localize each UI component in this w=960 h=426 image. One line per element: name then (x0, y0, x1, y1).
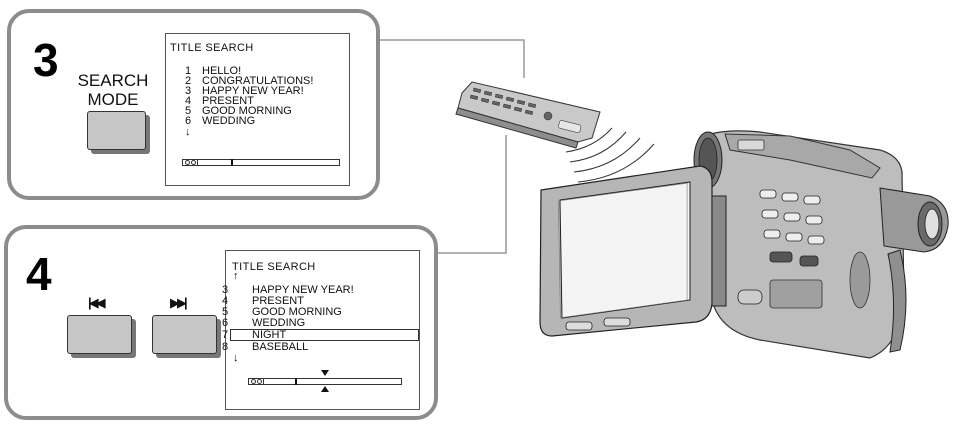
row-number: 3 (222, 284, 229, 296)
tape-position-bar (182, 159, 340, 166)
cassette-icon (183, 159, 198, 166)
grip-strap (887, 249, 907, 353)
step4-number: 4 (26, 248, 52, 300)
scroll-down-arrow-icon: ↓ (185, 126, 191, 138)
step3-number: 3 (33, 34, 59, 86)
position-marker-top-icon (321, 370, 329, 376)
row-title: HAPPY NEW YEAR! (202, 85, 304, 97)
lcd-screen (559, 181, 691, 319)
accessory-shoe (737, 139, 765, 151)
scroll-up-arrow-icon: ↑ (233, 270, 239, 282)
row-title: GOOD MORNING (202, 105, 292, 117)
remote-side (455, 107, 579, 149)
row-number: 5 (222, 306, 229, 318)
row-number: 3 (185, 85, 192, 97)
cassette-icon (249, 378, 264, 385)
skip-previous-button[interactable] (67, 315, 132, 354)
lcd-button (603, 317, 631, 327)
skip-previous-icon: |◀◀ (88, 295, 106, 310)
search-mode-label-line2: MODE (87, 90, 139, 109)
skip-next-icon: ▶▶| (170, 295, 188, 310)
row-number: 7 (222, 329, 229, 341)
search-mode-label: SEARCH MODE (72, 71, 154, 109)
tape-position-bar (248, 378, 402, 385)
search-mode-label-line1: SEARCH (77, 71, 149, 90)
remote-buttons-icon (469, 87, 582, 133)
row-number: 8 (222, 341, 229, 353)
power-switch (737, 289, 763, 305)
row-number: 1 (185, 65, 192, 77)
row-title: WEDDING (252, 317, 306, 329)
side-dial (849, 251, 871, 309)
camcorder (539, 130, 949, 359)
search-mode-button[interactable] (87, 111, 146, 150)
infrared-signal-icon (565, 127, 655, 183)
row-title: GOOD MORNING (252, 306, 342, 318)
row-title: NIGHT (252, 329, 287, 341)
camcorder-control-buttons (759, 189, 825, 267)
row-number: 4 (222, 295, 229, 307)
row-title: CONGRATULATIONS! (202, 75, 314, 87)
row-title: HAPPY NEW YEAR! (252, 284, 354, 296)
row-number: 6 (185, 115, 192, 127)
row-title: BASEBALL (252, 341, 309, 353)
lcd-button (565, 321, 593, 331)
row-number: 4 (185, 95, 192, 107)
row-title: WEDDING (202, 115, 256, 127)
row-title: PRESENT (202, 95, 254, 107)
lcd-hinge (711, 195, 727, 307)
row-number: 5 (185, 105, 192, 117)
step3-screen-title: TITLE SEARCH (170, 42, 254, 54)
scroll-down-arrow-icon: ↓ (233, 352, 239, 364)
tape-position-marker (295, 378, 297, 385)
connector-step3 (380, 39, 525, 78)
tape-position-marker (231, 159, 233, 166)
step4-title-search-screen: TITLE SEARCH ↑ 3 HAPPY NEW YEAR! 4 PRESE… (222, 250, 420, 410)
row-title: HELLO! (202, 65, 242, 77)
selected-row-highlight (230, 329, 419, 341)
row-number: 6 (222, 317, 229, 329)
remote-control (455, 81, 601, 149)
row-title: PRESENT (252, 295, 304, 307)
step3-title-search-screen: TITLE SEARCH 1 HELLO! 2 CONGRATULATIONS!… (165, 33, 350, 186)
row-number: 2 (185, 75, 192, 87)
position-marker-bottom-icon (321, 386, 329, 392)
cassette-lid (769, 279, 823, 309)
step4-screen-title: TITLE SEARCH (232, 261, 316, 273)
connector-step4 (438, 135, 507, 254)
skip-next-button[interactable] (152, 315, 217, 354)
